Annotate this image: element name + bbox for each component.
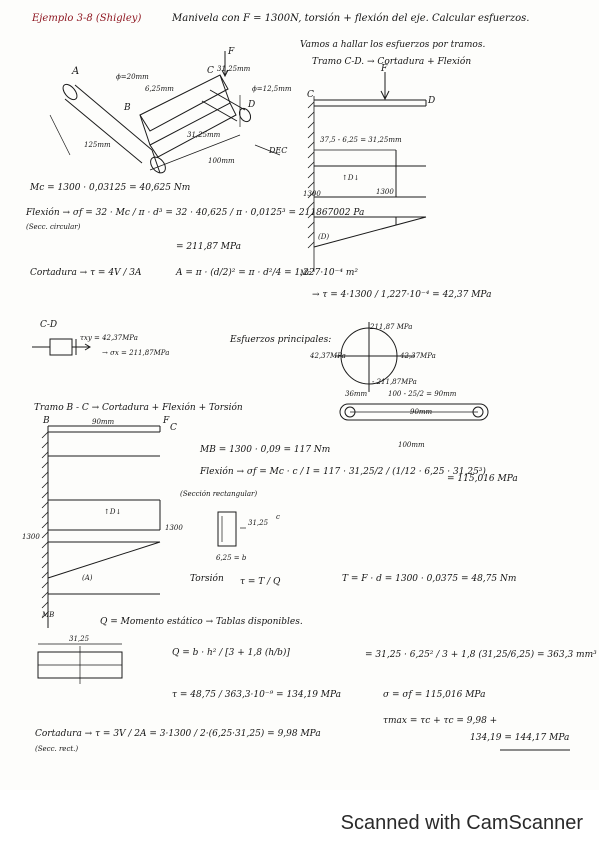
bc-dim-small-1: 100 - 25/2 = 90mm — [388, 390, 457, 398]
cd-label-d: D — [428, 96, 436, 106]
bc-shear-icon: ↑D↓ — [104, 508, 122, 516]
mohr-top: 211,87 MPa — [370, 323, 413, 331]
label-b: B — [124, 103, 131, 113]
cd-sigma-f: = 211,87 MPa — [176, 242, 241, 252]
bc-m-label: MB — [42, 611, 55, 619]
bc-label-c: C — [170, 423, 177, 433]
tau-xy: τxy = 42,37MPa — [80, 334, 138, 342]
q-line: Q = Momento estático → Tablas disponible… — [100, 617, 303, 627]
cd-label-c: C — [307, 90, 314, 100]
dim-h: 31,25mm — [187, 131, 221, 139]
mohr-heading: Esfuerzos principales: — [230, 335, 332, 345]
tramo-bc-diagram — [41, 425, 161, 628]
tramo-cd-heading: Tramo C-D. → Cortadura + Flexión — [312, 57, 472, 67]
dim-top: 31,25mm — [217, 65, 251, 73]
element-label: C-D — [40, 320, 58, 330]
q-section-sketch — [37, 643, 123, 684]
bc-dim-small-2: 90mm — [410, 408, 433, 416]
label-d: D — [248, 100, 256, 110]
bc-section: (Sección rectangular) — [180, 490, 258, 498]
cortadura: Cortadura → τ = 3V / 2A = 3·1300 / 2·(6,… — [35, 729, 321, 739]
bc-label-b: B — [43, 416, 50, 426]
cd-v-label: 1300 — [303, 190, 321, 198]
dim-d-small: ϕ=20mm — [116, 73, 149, 81]
bc-sigma-f: = 115,016 MPa — [447, 474, 518, 484]
cd-moment-icon: (D) — [318, 233, 330, 241]
cd-dim: 37,5 - 6,25 = 31,25mm — [320, 136, 402, 144]
cd-m-label: Mc — [300, 269, 312, 277]
cd-flexion: Flexión → σf = 32 · Mc / π · d³ = 32 · 4… — [26, 208, 365, 218]
mohr-left: 42,37MPa — [310, 352, 346, 360]
section-c: c — [276, 513, 280, 521]
bc-v-value: 1300 — [165, 524, 183, 532]
crank-top-view — [339, 403, 489, 421]
dim-l2: 100mm — [208, 157, 235, 165]
mohr-right: 42,37MPa — [400, 352, 436, 360]
section-b: 6,25 = b — [216, 554, 247, 562]
dim-w: 6,25mm — [145, 85, 174, 93]
scanner-footer: Scanned with CamScanner — [0, 800, 599, 848]
tau-sum: τmax = τc + τc = 9,98 + — [383, 716, 498, 726]
rect-section-sketch — [217, 511, 246, 547]
mohr-bottom: - 211,87MPa — [372, 378, 417, 386]
sigma-x: → σx = 211,87MPa — [102, 349, 170, 357]
section-h: 31,25 — [248, 519, 269, 527]
cortadura-section: (Secc. rect.) — [35, 745, 79, 753]
scanner-watermark: Scanned with CamScanner — [340, 812, 583, 834]
cd-cort-b: A = π · (d/2)² = π · d²/4 = 1,227·10⁻⁴ m… — [176, 268, 358, 278]
cd-label-f: F — [381, 64, 388, 74]
result-underline — [500, 749, 570, 751]
cd-section: (Secc. circular) — [26, 223, 81, 231]
cd-v-value: 1300 — [376, 188, 394, 196]
stress-element-sketch — [32, 338, 91, 356]
tau-torsion: τ = 48,75 / 363,3·10⁻⁹ = 134,19 MPa — [172, 690, 342, 700]
intro-line: Vamos a hallar los esfuerzos por tramos. — [300, 40, 486, 50]
q-sketch-h: 31,25 — [69, 635, 90, 643]
label-f: F — [228, 47, 235, 57]
cd-moment: Mc = 1300 · 0,03125 = 40,625 Nm — [30, 183, 191, 193]
tramo-bc-heading: Tramo B - C → Cortadura + Flexión + Tors… — [34, 403, 243, 413]
bc-flexion: Flexión → σf = Mc · c / I = 117 · 31,25/… — [200, 467, 486, 477]
bc-dim-small-0: 36mm — [345, 390, 368, 398]
cd-cort-c: → τ = 4·1300 / 1,227·10⁻⁴ = 42,37 MPa — [312, 290, 492, 300]
tramo-cd-diagram — [307, 72, 427, 272]
mohr-circle — [335, 322, 415, 392]
torsion-word: Torsión — [190, 574, 224, 584]
crank-sketch — [49, 51, 281, 174]
bc-v-label: 1300 — [22, 533, 40, 541]
bc-dim-top: 90mm — [92, 418, 115, 426]
tau-sum-result: 134,19 = 144,17 MPa — [470, 733, 570, 743]
bc-label-f: F — [163, 416, 170, 426]
example-title: Ejemplo 3-8 (Shigley) — [32, 13, 142, 24]
torsion-formula: τ = T / Q — [240, 577, 281, 587]
q-value: = 31,25 · 6,25² / 3 + 1,8 (31,25/6,25) =… — [365, 650, 597, 660]
bc-moment: MB = 1300 · 0,09 = 117 Nm — [200, 445, 331, 455]
problem-statement: Manivela con F = 1300N, torsión + flexió… — [172, 13, 530, 24]
label-dec: DEC — [269, 146, 288, 155]
dim-l1: 125mm — [84, 141, 111, 149]
cd-cort-a: Cortadura → τ = 4V / 3A — [30, 268, 142, 278]
q-formula: Q = b · h² / [3 + 1,8 (h/b)] — [172, 648, 290, 658]
label-a: A — [72, 66, 80, 77]
torque: T = F · d = 1300 · 0,0375 = 48,75 Nm — [342, 574, 517, 584]
bc-dim-small-3: 100mm — [398, 441, 425, 449]
label-c: C — [207, 66, 214, 76]
sigma-value: σ = σf = 115,016 MPa — [383, 690, 486, 700]
dim-d-large: ϕ=12,5mm — [252, 85, 292, 93]
cd-shear-icon: ↑D↓ — [342, 174, 360, 182]
bc-moment-icon: (A) — [82, 574, 93, 582]
scanned-page: Ejemplo 3-8 (Shigley) Manivela con F = 1… — [22, 13, 597, 753]
